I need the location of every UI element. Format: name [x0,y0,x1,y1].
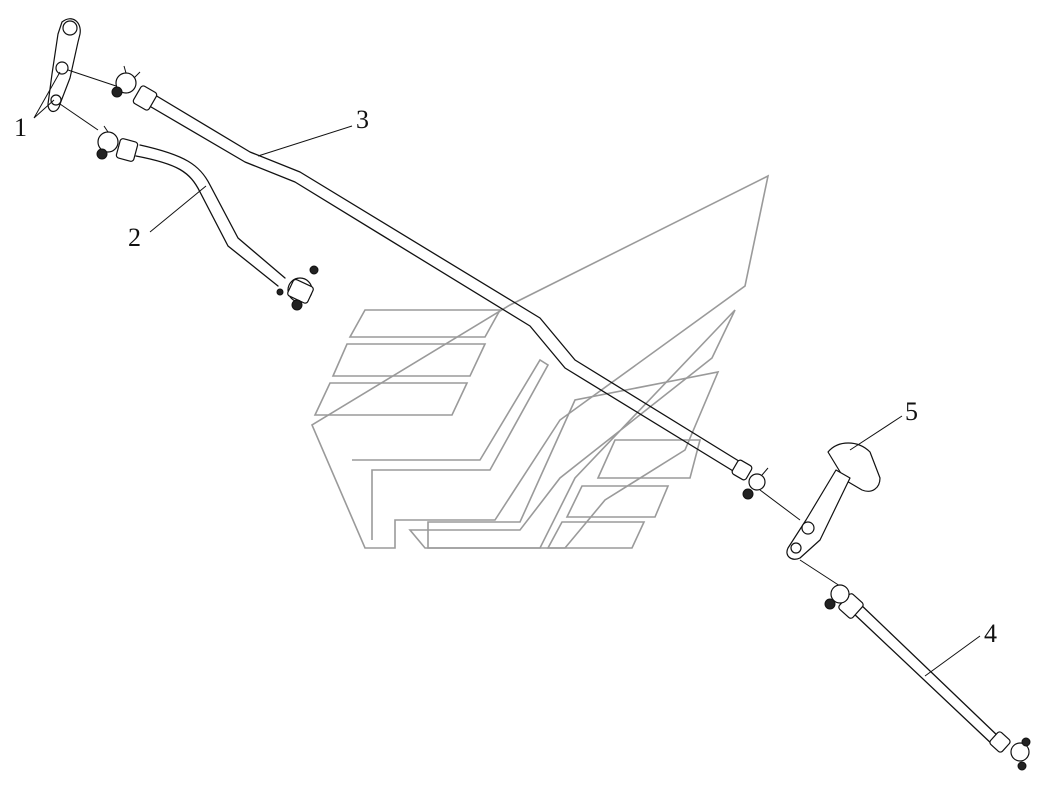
watermark-chevron [352,358,550,540]
drag-link-clamp-upper [132,85,158,111]
callout-4: 4 [984,619,997,648]
leader-line-3 [257,125,353,157]
watermark-bar-6 [546,521,646,549]
leader-line-2 [149,185,207,233]
part-5-knuckle-arm [759,442,881,587]
callout-3: 3 [356,105,369,134]
callout-labels: 1 2 3 4 5 [14,105,997,648]
watermark-bar-3 [313,382,469,416]
leader-line-1 [33,71,61,119]
tie-rod-ball-joint-lower [1010,742,1030,762]
part-3-drag-link [111,65,769,500]
watermark-logo [310,174,770,549]
watermark-wing-inner [427,370,720,549]
leader-lines [33,71,981,677]
watermark-bar-5 [565,485,670,518]
watermark-bar-2 [331,343,487,377]
curved-rod-clamp [115,138,139,162]
part-1-pitman-arm [47,18,117,131]
drag-link-clamp-lower [731,459,753,481]
watermark-bar-1 [348,309,502,338]
watermark-wing-middle [408,309,736,549]
leader-line-5 [849,415,903,451]
part-2-curved-rod [96,125,319,311]
watermark-bar-4 [596,439,702,479]
callout-1: 1 [14,113,27,142]
drag-link-ball-joint-lower [748,473,766,491]
callout-2: 2 [128,223,141,252]
tie-rod-ball-joint-upper [830,584,850,604]
tie-rod-clamp-lower [989,731,1011,753]
callout-5: 5 [905,397,918,426]
watermark-wing-outer [310,174,770,549]
leader-line-4 [924,635,981,677]
part-4-tie-rod [824,584,1031,771]
